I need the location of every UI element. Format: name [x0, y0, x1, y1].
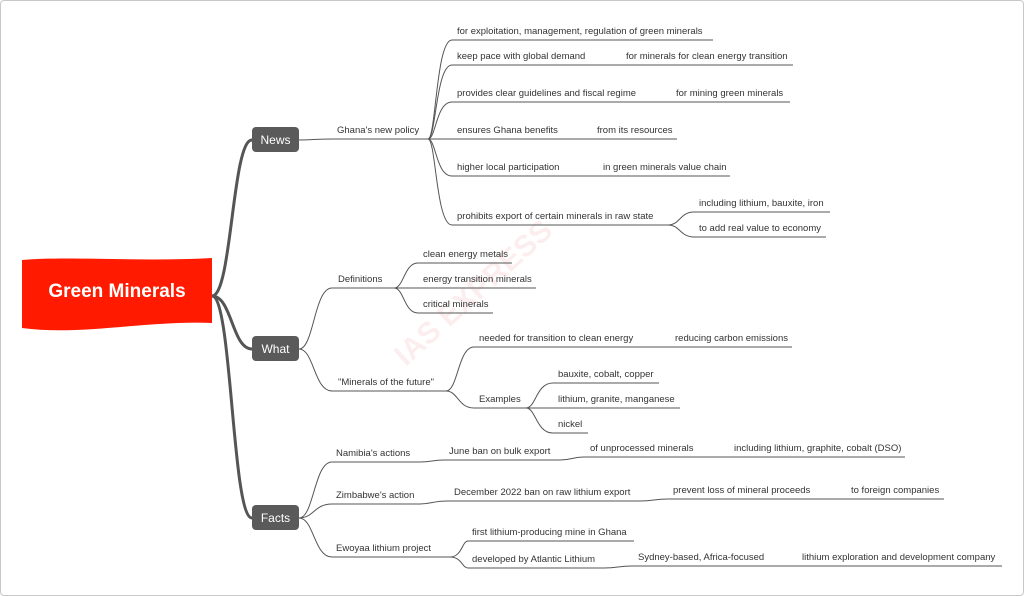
- node-local-participation[interactable]: higher local participation: [457, 162, 559, 173]
- branch-what-label: What: [261, 342, 290, 356]
- node-guidelines[interactable]: provides clear guidelines and fiscal reg…: [457, 88, 636, 99]
- root-shape: [22, 258, 212, 331]
- node-critical-minerals[interactable]: critical minerals: [423, 299, 489, 310]
- node-prohibits-export[interactable]: prohibits export of certain minerals in …: [457, 211, 653, 222]
- node-june-ban[interactable]: June ban on bulk export: [449, 446, 551, 457]
- node-real-value[interactable]: to add real value to economy: [699, 223, 821, 234]
- node-reducing-emissions[interactable]: reducing carbon emissions: [675, 333, 788, 344]
- connector-root-news: [211, 138, 253, 298]
- node-ghana-policy[interactable]: Ghana's new policy: [337, 125, 419, 136]
- node-nickel[interactable]: nickel: [558, 419, 582, 430]
- node-clean-energy-transition[interactable]: for minerals for clean energy transition: [626, 51, 788, 62]
- watermark: IAS EXPRESS: [388, 214, 559, 372]
- connector-root-what: [211, 294, 253, 351]
- node-value-chain[interactable]: in green minerals value chain: [603, 162, 727, 173]
- branch-news[interactable]: News: [252, 127, 299, 152]
- node-energy-transition-minerals[interactable]: energy transition minerals: [423, 274, 532, 285]
- node-foreign-companies[interactable]: to foreign companies: [851, 485, 939, 496]
- branch-news-label: News: [260, 133, 290, 147]
- node-prevent-loss[interactable]: prevent loss of mineral proceeds: [673, 485, 811, 496]
- node-unprocessed-minerals[interactable]: of unprocessed minerals: [590, 443, 694, 454]
- branch-facts[interactable]: Facts: [252, 505, 299, 530]
- node-lithium-granite-manganese[interactable]: lithium, granite, manganese: [558, 394, 675, 405]
- node-exploration-company[interactable]: lithium exploration and development comp…: [802, 552, 996, 563]
- node-atlantic-lithium[interactable]: developed by Atlantic Lithium: [472, 554, 595, 565]
- branch-what[interactable]: What: [252, 336, 299, 361]
- node-minerals-of-future[interactable]: "Minerals of the future": [338, 377, 434, 388]
- node-december-ban[interactable]: December 2022 ban on raw lithium export: [454, 487, 631, 498]
- connector-news-policy: [298, 138, 335, 141]
- node-mining-green-minerals[interactable]: for mining green minerals: [676, 88, 783, 99]
- node-lithium-bauxite-iron[interactable]: including lithium, bauxite, iron: [699, 198, 824, 209]
- branch-facts-label: Facts: [261, 511, 290, 525]
- node-resources[interactable]: from its resources: [597, 125, 673, 136]
- node-namibia-actions[interactable]: Namibia's actions: [336, 448, 410, 459]
- node-zimbabwe-action[interactable]: Zimbabwe's action: [336, 490, 414, 501]
- node-lithium-graphite-cobalt[interactable]: including lithium, graphite, cobalt (DSO…: [734, 443, 901, 454]
- node-clean-energy-metals[interactable]: clean energy metals: [423, 249, 508, 260]
- node-definitions[interactable]: Definitions: [338, 274, 383, 285]
- node-first-lithium-mine[interactable]: first lithium-producing mine in Ghana: [472, 527, 627, 538]
- node-examples[interactable]: Examples: [479, 394, 521, 405]
- connector-root-facts: [211, 294, 253, 520]
- root-node[interactable]: Green Minerals: [22, 258, 212, 331]
- root-label: Green Minerals: [48, 281, 185, 302]
- node-ewoyaa-project[interactable]: Ewoyaa lithium project: [336, 543, 431, 554]
- node-bauxite-cobalt-copper[interactable]: bauxite, cobalt, copper: [558, 369, 654, 380]
- node-exploitation[interactable]: for exploitation, management, regulation…: [457, 26, 703, 37]
- node-ghana-benefits[interactable]: ensures Ghana benefits: [457, 125, 558, 136]
- node-sydney-based[interactable]: Sydney-based, Africa-focused: [638, 552, 764, 563]
- node-keep-pace[interactable]: keep pace with global demand: [457, 51, 585, 62]
- node-needed-transition[interactable]: needed for transition to clean energy: [479, 333, 633, 344]
